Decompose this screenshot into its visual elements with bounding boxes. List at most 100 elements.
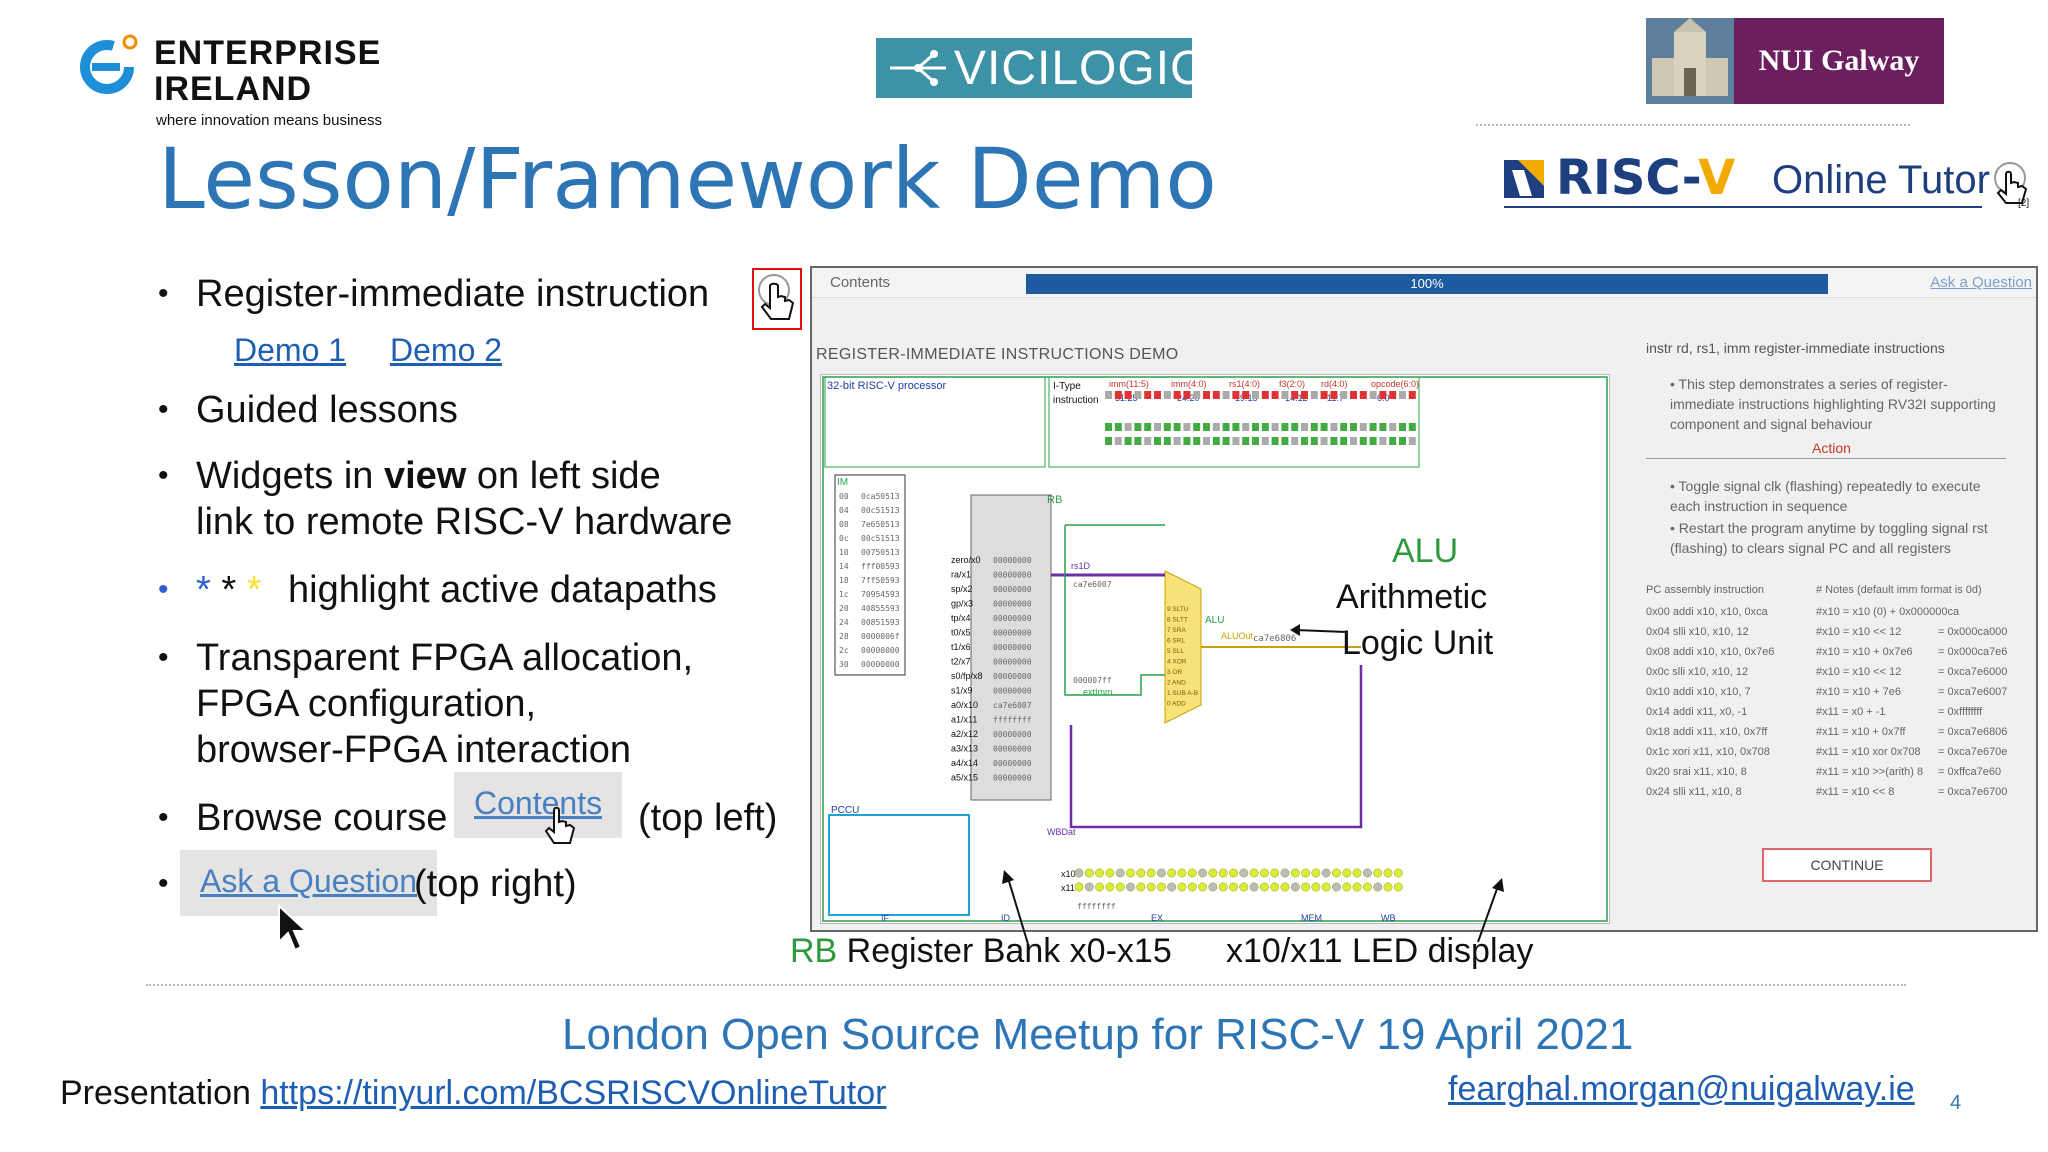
- demo1-link[interactable]: Demo 1: [234, 332, 347, 368]
- led-x-display: [1259, 882, 1269, 892]
- demo-launch-button[interactable]: [752, 268, 802, 330]
- pipeline-stage-label: IF: [881, 913, 890, 923]
- asm-row: 0x18 addi x11, x10, 0x7ff#x11 = x10 + 0x…: [1646, 726, 2007, 738]
- instruction-led: [1242, 437, 1250, 445]
- tutor-contents-link[interactable]: Contents: [830, 274, 891, 291]
- asm-note: #x11 = x10 >>(arith) 8: [1816, 766, 1924, 778]
- pccu-label: PCCU: [831, 805, 859, 816]
- led-x-display: [1136, 882, 1146, 892]
- tutor-ask-question-link[interactable]: Ask a Question: [1930, 274, 2032, 291]
- led-x-display: [1229, 868, 1238, 878]
- contents-link[interactable]: Contents: [454, 772, 623, 838]
- im-value: fff00593: [861, 562, 900, 571]
- instruction-led: [1408, 437, 1416, 445]
- ei-tagline: where innovation means business: [156, 112, 382, 129]
- led-x-display: [1362, 882, 1372, 892]
- instruction-led: [1134, 391, 1142, 399]
- instruction-led: [1242, 391, 1250, 399]
- instruction-led: [1124, 391, 1132, 399]
- led-x-display: [1105, 882, 1115, 892]
- asm-result: = 0xffca7e60: [1938, 766, 2002, 778]
- proc-title: 32-bit RISC-V processor: [827, 380, 947, 392]
- register-value: 00000000: [993, 600, 1032, 609]
- instruction-led: [1134, 423, 1142, 431]
- instruction-led: [1340, 391, 1348, 399]
- bullet-highlight-text: highlight active datapaths: [288, 569, 717, 611]
- continue-button[interactable]: CONTINUE: [1762, 848, 1932, 882]
- led-x-display: [1280, 882, 1290, 892]
- led-x-display: [1156, 868, 1166, 878]
- instruction-led: [1389, 423, 1397, 431]
- asm-header: PC assembly instruction# Notes (default …: [1646, 584, 1982, 596]
- aluout-value: ca7e6806: [1253, 634, 1296, 644]
- register-value: 00000000: [993, 687, 1032, 696]
- im-address: 30: [839, 660, 849, 669]
- asm-result: = 0x000ca7e6: [1938, 646, 2008, 658]
- instruction-led: [1203, 437, 1210, 445]
- asm-row: 0x08 addi x10, x10, 0x7e6#x10 = x10 + 0x…: [1646, 646, 2007, 658]
- led-x-display: [1301, 868, 1311, 878]
- register-name: t1/x6: [951, 642, 971, 652]
- register-value: 00000000: [993, 643, 1032, 652]
- bullet-dot: •: [158, 459, 169, 492]
- instruction-led: [1183, 423, 1191, 431]
- rb-caption-text: Register Bank x0-x15: [837, 932, 1172, 970]
- instruction-led: [1399, 423, 1406, 431]
- led-x-display: [1290, 882, 1300, 892]
- instruction-led: [1320, 391, 1328, 399]
- im-address: 10: [839, 548, 849, 557]
- led-x-display: [1321, 868, 1331, 878]
- instruction-led: [1399, 391, 1406, 399]
- led-x-display: [1393, 882, 1403, 892]
- im-value: 00750513: [861, 548, 900, 557]
- nui-galway-logo: NUI Galway: [1646, 18, 1944, 104]
- asm-instr: 0x24 slli x11, x10, 8: [1646, 786, 1742, 798]
- tutor-side-panel: instr rd, rs1, imm register-immediate in…: [1632, 308, 2032, 918]
- asm-note: #x10 = x10 + 0x7e6: [1816, 646, 1913, 658]
- instruction-led: [1212, 423, 1220, 431]
- instruction-led: [1232, 437, 1240, 445]
- instruction-led: [1203, 423, 1210, 431]
- asm-instr: 0x04 slli x10, x10, 12: [1646, 626, 1749, 638]
- register-name: a2/x12: [951, 729, 978, 739]
- wbdat-label: WBDat: [1047, 827, 1076, 837]
- tutor-progress-bar: 100%: [1026, 274, 1828, 294]
- presentation-link[interactable]: https://tinyurl.com/BCSRISCVOnlineTutor: [260, 1074, 887, 1112]
- led-x-display: [1280, 868, 1290, 878]
- alu-op-label: 7 SRA: [1167, 627, 1186, 634]
- led-x-display: [1126, 868, 1135, 878]
- instruction-led: [1261, 391, 1269, 399]
- instruction-led: [1291, 423, 1299, 431]
- led-x-display: [1352, 882, 1362, 892]
- demo2-link[interactable]: Demo 2: [390, 332, 503, 368]
- register-name: s1/x9: [951, 686, 973, 696]
- register-value: 00000000: [993, 672, 1032, 681]
- bullet-guided-lessons: Guided lessons: [196, 389, 458, 431]
- im-value: 70954593: [861, 590, 900, 599]
- led-x-display: [1290, 868, 1300, 878]
- instruction-led: [1359, 437, 1367, 445]
- ask-question-link[interactable]: Ask a Question: [180, 850, 437, 916]
- riscv-online-tutor-logo[interactable]: RISC-V Online Tutor: [1504, 150, 2004, 212]
- email-link[interactable]: fearghal.morgan@nuigalway.ie: [1448, 1070, 1915, 1108]
- led-x-display: [1239, 868, 1249, 878]
- led-x-display: [1239, 882, 1249, 892]
- instruction-led: [1144, 423, 1152, 431]
- asm-result: = 0xca7e6007: [1938, 686, 2008, 698]
- led-x-display: [1352, 868, 1362, 878]
- alu-small-label: ALU: [1205, 615, 1224, 626]
- instruction-led: [1301, 423, 1308, 431]
- instruction-led: [1114, 437, 1122, 445]
- asm-note: #x11 = x10 + 0x7ff: [1816, 726, 1906, 738]
- im-value: 00c51513: [861, 506, 900, 515]
- arrow-cursor-icon: [278, 904, 309, 952]
- register-name: a3/x13: [951, 744, 978, 754]
- alu-op-label: 5 SLL: [1167, 648, 1184, 655]
- pipeline-stage-label: MEM: [1301, 913, 1322, 923]
- im-address: 00: [839, 492, 849, 501]
- side-p3-text: Restart the program anytime by toggling …: [1670, 520, 1988, 556]
- processor-diagram-svg: 32-bit RISC-V processor I-Type instructi…: [822, 376, 1608, 923]
- register-name: a0/x10: [951, 700, 978, 710]
- nui-galway-wordmark: NUI Galway: [1734, 18, 1944, 104]
- instruction-led: [1252, 423, 1259, 431]
